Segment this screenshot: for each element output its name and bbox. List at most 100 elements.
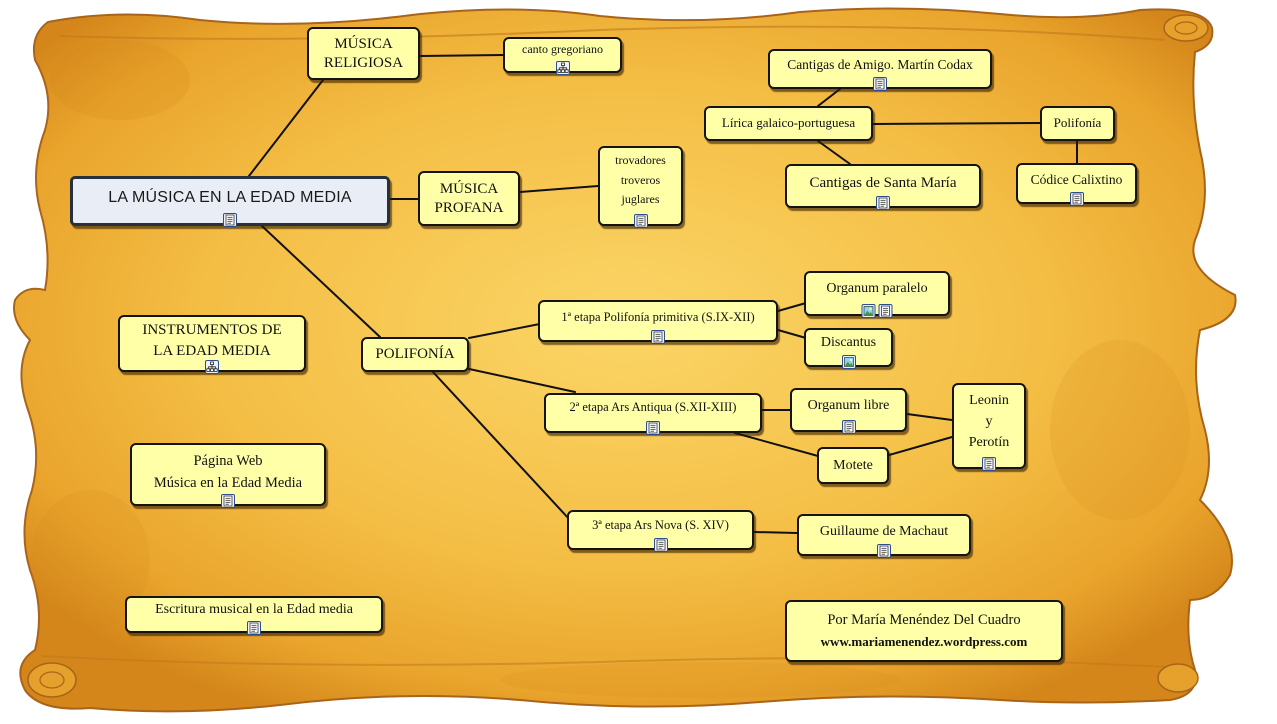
connector-root-musica-religiosa (248, 79, 324, 177)
concept-root: LA MÚSICA EN LA EDAD MEDIA (70, 176, 390, 226)
document-icon[interactable] (651, 330, 665, 344)
concept-discantus: Discantus (804, 328, 893, 367)
connector-lirica-cantigas-santa-maria (817, 140, 851, 165)
concept-lirica-galaico-portuguesa: Lírica galaico-portuguesa (704, 106, 873, 141)
resource-icons (654, 538, 668, 552)
concept-canto-gregoriano: canto gregoriano (503, 37, 622, 73)
resource-icons (842, 420, 856, 434)
concept-etapa-2: 2ª etapa Ars Antiqua (S.XII-XIII) (544, 393, 762, 433)
resource-icons (247, 621, 261, 635)
resource-icons (862, 304, 893, 318)
concept-label: 1ª etapa Polifonía primitiva (S.IX-XII) (561, 309, 755, 324)
concept-label-line: LA EDAD MEDIA (153, 342, 271, 359)
concept-etapa-3: 3ª etapa Ars Nova (S. XIV) (567, 510, 754, 550)
document-icon[interactable] (247, 621, 261, 635)
concept-label-line: trovadores (615, 153, 666, 168)
document-icon[interactable] (873, 77, 887, 91)
concept-label-line: juglares (621, 192, 660, 207)
concept-label: Guillaume de Machaut (819, 523, 949, 539)
resource-icons (205, 360, 219, 374)
document-icon[interactable] (634, 214, 648, 228)
concept-label: Códice Calixtino (1030, 172, 1123, 188)
concept-label-line: PROFANA (434, 199, 504, 216)
connector-polifonia-etapa-3 (432, 371, 571, 521)
image-icon[interactable] (842, 355, 856, 369)
document-icon[interactable] (842, 420, 856, 434)
concept-label-line: troveros (620, 172, 661, 187)
connector-profana-trovadores (519, 185, 599, 193)
resource-icons (873, 77, 887, 91)
author-name: Por María Menéndez Del Cuadro (827, 612, 1021, 628)
concept-label: POLIFONÍA (375, 346, 455, 363)
connector-etapa-1-organum-paralelo (777, 302, 807, 312)
document-icon[interactable] (654, 538, 668, 552)
root-title: LA MÚSICA EN LA EDAD MEDIA (108, 189, 352, 206)
concept-cantigas-santa-maria: Cantigas de Santa María (785, 164, 981, 208)
connector-polifonia-etapa-2 (459, 366, 576, 393)
document-icon[interactable] (876, 196, 890, 210)
concept-label-line: Perotín (968, 435, 1010, 450)
concept-trovadores: trovadores troveros juglares (598, 146, 683, 226)
connector-organum-libre-leonin (906, 413, 953, 421)
resource-icons (877, 544, 891, 558)
resource-icons (651, 330, 665, 344)
resource-icons (842, 355, 856, 369)
concept-label-line: MÚSICA (334, 35, 393, 52)
author-credit: Por María Menéndez Del Cuadro www.mariam… (785, 600, 1063, 662)
concept-label: canto gregoriano (522, 41, 603, 56)
resource-icons (982, 457, 996, 471)
concept-escritura-musical: Escritura musical en la Edad media (125, 596, 383, 633)
concept-label: Organum libre (807, 398, 890, 414)
document-icon[interactable] (1070, 192, 1084, 206)
cmap-link-icon[interactable] (205, 360, 219, 374)
connector-lirica-polifonia (872, 122, 1041, 125)
concept-organum-paralelo: Organum paralelo (804, 271, 950, 316)
concept-polifonia: POLIFONÍA (361, 337, 469, 372)
document-icon[interactable] (982, 457, 996, 471)
image-icon[interactable] (862, 304, 876, 318)
cmap-link-icon[interactable] (556, 61, 570, 75)
resource-icons (1070, 192, 1084, 206)
resource-icons (876, 196, 890, 210)
concept-musica-religiosa: MÚSICA RELIGIOSA (307, 27, 420, 80)
concept-label: Cantigas de Amigo. Martín Codax (787, 56, 973, 72)
resource-icons (223, 213, 237, 227)
concept-label: Cantigas de Santa María (809, 174, 957, 191)
connector-cantigas-amigo-lirica (817, 88, 841, 107)
concept-label-line: Leonin (969, 393, 1009, 408)
concept-leonin-perotin: Leonin y Perotín (952, 383, 1026, 469)
concept-cantigas-amigo: Cantigas de Amigo. Martín Codax (768, 49, 992, 89)
concept-label: 3ª etapa Ars Nova (S. XIV) (592, 518, 729, 533)
author-website: www.mariamenendez.wordpress.com (820, 634, 1028, 649)
concept-label-line: MÚSICA (439, 180, 499, 197)
concept-instrumentos: INSTRUMENTOS DE LA EDAD MEDIA (118, 315, 306, 372)
document-icon[interactable] (877, 544, 891, 558)
concept-musica-profana: MÚSICA PROFANA (418, 171, 520, 226)
concept-pagina-web: Página Web Música en la Edad Media (130, 443, 326, 506)
connector-etapa-3-machaut (753, 531, 798, 534)
concept-label: 2ª etapa Ars Antiqua (S.XII-XIII) (569, 400, 737, 415)
concept-label: Motete (833, 457, 873, 473)
concept-codice-calixtino: Códice Calixtino (1016, 163, 1137, 204)
document-icon[interactable] (646, 421, 660, 435)
resource-icons (556, 61, 570, 75)
concept-label: Discantus (820, 335, 877, 351)
concept-etapa-1: 1ª etapa Polifonía primitiva (S.IX-XII) (538, 300, 778, 342)
connector-religiosa-canto-gregoriano (419, 54, 504, 57)
connector-root-polifonia (261, 225, 381, 338)
concept-label: Organum paralelo (826, 281, 928, 297)
resource-icons (221, 494, 235, 508)
concept-label: Polifonía (1053, 115, 1102, 131)
concept-label-line: INSTRUMENTOS DE (142, 321, 282, 338)
concept-label: Lírica galaico-portuguesa (721, 115, 856, 131)
concept-motete: Motete (817, 447, 889, 484)
concept-label-line: Página Web (193, 452, 263, 469)
document-icon[interactable] (221, 494, 235, 508)
document-icon[interactable] (223, 213, 237, 227)
connector-motete-leonin (888, 436, 953, 456)
concept-polifonia-galaica: Polifonía (1040, 106, 1115, 141)
concept-organum-libre: Organum libre (790, 388, 907, 432)
connector-etapa-1-discantus (777, 329, 807, 339)
concept-label-line: RELIGIOSA (323, 54, 404, 71)
document-icon[interactable] (879, 304, 893, 318)
